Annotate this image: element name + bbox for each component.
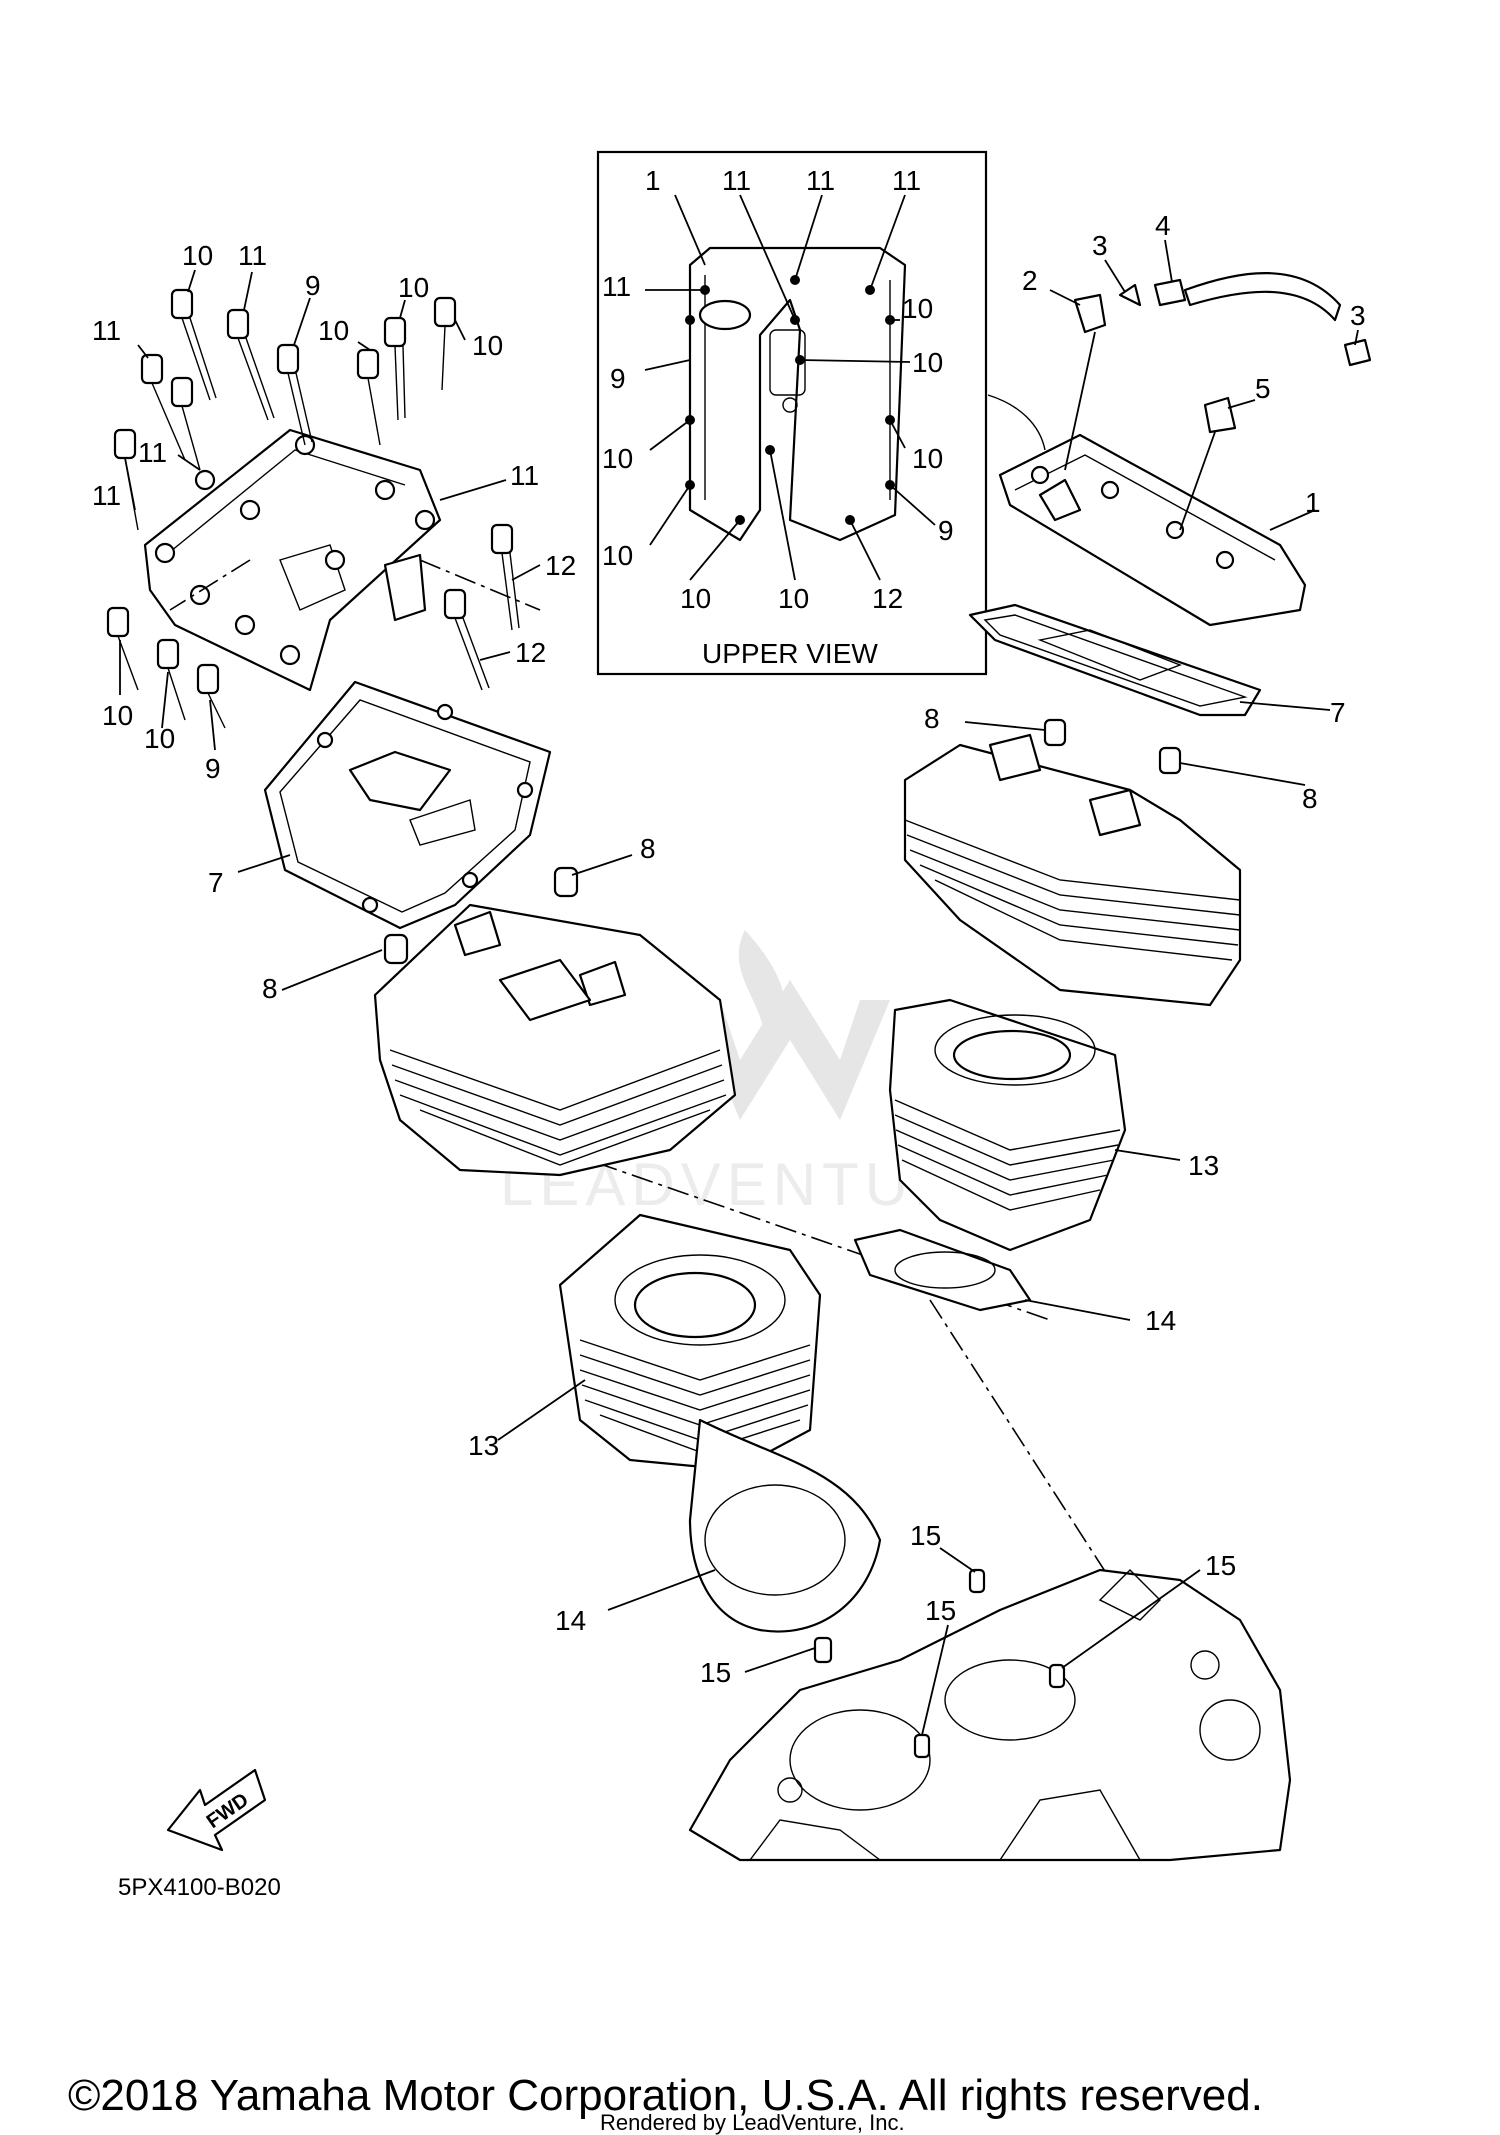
callout-top-bolt: 10: [102, 700, 133, 731]
callout-right: 4: [1155, 210, 1171, 241]
callout-top-bolt: 9: [305, 270, 321, 301]
callout-right: 2: [1022, 265, 1038, 296]
callout-right: 7: [1330, 697, 1346, 728]
diagram-code: 5PX4100-B020: [118, 1874, 281, 1901]
callout-top-bolt: 12: [545, 550, 576, 581]
callout-inset: 11: [892, 165, 921, 196]
callout-inset: 10: [902, 293, 933, 324]
callout-top-bolt: 10: [182, 240, 213, 271]
cylinder-head-left: [373, 866, 737, 1177]
callout-inset: 10: [602, 540, 633, 571]
breather-hose-assembly: [1064, 272, 1372, 531]
callout-right: 3: [1350, 300, 1366, 331]
callout-top-bolt: 10: [398, 272, 429, 303]
callout-top-bolt: 10: [472, 330, 503, 361]
head-gasket-left: [263, 680, 552, 930]
dowel-pins: [744, 1547, 1201, 1759]
callout-gasket-left: 7: [208, 867, 224, 898]
callout-top-bolt: 10: [318, 315, 349, 346]
callout-inset: 12: [872, 583, 903, 614]
cylinder-right: [888, 998, 1181, 1252]
callout-inset: 10: [680, 583, 711, 614]
cylinder-left: [558, 1213, 822, 1472]
head-gasket-right: [968, 603, 1331, 717]
callout-top-bolt: 10: [144, 723, 175, 754]
callout-top-bolt: 11: [238, 240, 267, 271]
callout-right: 1: [1305, 487, 1321, 518]
callout-inset: 10: [912, 443, 943, 474]
callout-inset: 1: [645, 165, 661, 196]
right-callout-leaders: [1049, 239, 1359, 531]
callout-cylinder: 14: [1145, 1305, 1176, 1336]
callout-dowel: 15: [925, 1595, 956, 1626]
callout-right: 5: [1255, 373, 1271, 404]
callout-inset: 10: [912, 347, 943, 378]
callout-right: 8: [1302, 783, 1318, 814]
inset-title: UPPER VIEW: [702, 638, 878, 669]
callout-gasket-left: 8: [640, 833, 656, 864]
callout-inset: 9: [610, 363, 626, 394]
callout-top-bolt: 11: [510, 460, 539, 491]
inset-pointer-arc: [987, 394, 1046, 451]
callout-top-bolt: 11: [138, 437, 167, 468]
copyright-footer: ©2018 Yamaha Motor Corporation, U.S.A. A…: [68, 2071, 1263, 2120]
cylinder-head-right: [903, 718, 1306, 1007]
callout-top-bolt: 9: [205, 753, 221, 784]
callout-gasket-left: 8: [262, 973, 278, 1004]
rendered-by-note: Rendered by LeadVenture, Inc.: [600, 2110, 905, 2135]
callout-inset: 11: [806, 165, 835, 196]
crankcase: [688, 1568, 1292, 1862]
callout-inset: 11: [722, 165, 751, 196]
callout-top-bolt: 12: [515, 637, 546, 668]
rocker-cover-right: [998, 433, 1307, 627]
left-gasket-leaders: [237, 854, 716, 1611]
callout-top-bolt: 11: [92, 480, 121, 511]
callout-dowel: 15: [700, 1657, 731, 1688]
callout-right: 8: [924, 703, 940, 734]
cover-bolts: [106, 269, 541, 751]
base-gasket-right: [853, 1228, 1131, 1321]
upper-view-inset: UPPER VIEW: [596, 150, 988, 676]
callout-cylinder: 13: [468, 1430, 499, 1461]
callout-cylinder: 14: [555, 1605, 586, 1636]
callout-right: 3: [1092, 230, 1108, 261]
callout-cylinder: 13: [1188, 1150, 1219, 1181]
base-gasket-left: [688, 1418, 882, 1633]
callout-top-bolt: 11: [92, 315, 121, 346]
fwd-arrow-icon: FWD: [166, 1768, 267, 1852]
callout-inset: 11: [602, 271, 631, 302]
callout-inset: 10: [602, 443, 633, 474]
callout-labels: 10 11 9 10 11 10 10 11 11 11 6 12 12 10 …: [92, 165, 1366, 1688]
callout-dowel: 15: [1205, 1550, 1236, 1581]
rocker-cover-left: [143, 428, 442, 692]
callout-inset: 9: [938, 515, 954, 546]
callout-dowel: 15: [910, 1520, 941, 1551]
callout-inset: 10: [778, 583, 809, 614]
